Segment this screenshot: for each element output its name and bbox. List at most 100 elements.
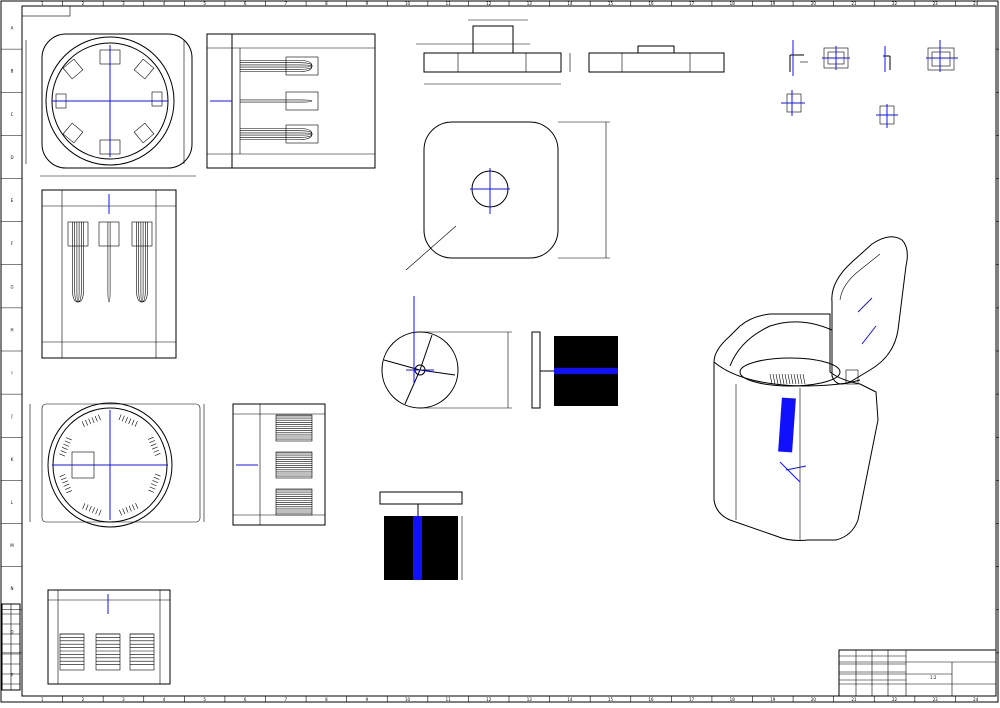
border-col-number-top: 24 <box>973 1 979 6</box>
iso-coil-line <box>772 373 776 385</box>
border-column-ticks <box>62 1 956 702</box>
border-col-number-top: 19 <box>770 1 776 6</box>
border-row-letter-left: A <box>11 26 14 31</box>
iso-coil-line <box>787 373 791 385</box>
border-row-letter-left: B <box>11 69 14 74</box>
coil-segment <box>59 474 72 494</box>
border-col-number-bottom: 19 <box>770 697 776 702</box>
border-row-letter-left: H <box>10 327 13 332</box>
prong-group <box>240 124 319 144</box>
border-col-number-top: 10 <box>405 1 411 6</box>
view-top-square <box>25 33 196 177</box>
border-col-number-top: 12 <box>486 1 492 6</box>
iso-coil-line <box>802 373 806 385</box>
coil-block <box>275 451 313 479</box>
prong-group <box>240 56 319 76</box>
border-row-letter-left: I <box>11 371 12 376</box>
border-col-number-top: 11 <box>446 1 452 6</box>
border-col-number-top: 3 <box>122 1 125 6</box>
iso-coil-line <box>799 373 803 385</box>
border-col-number-bottom: 17 <box>689 697 695 702</box>
border-column-numbers: 1122334455667788991010111112121313141415… <box>41 1 979 702</box>
border-col-number-bottom: 7 <box>285 697 288 702</box>
border-col-number-top: 21 <box>851 1 857 6</box>
view-isometric <box>713 236 908 541</box>
view-lower-section <box>47 589 171 685</box>
coil-block <box>275 488 313 516</box>
view-plug-section <box>379 491 463 580</box>
border-col-number-bottom: 9 <box>366 697 369 702</box>
border-col-number-bottom: 8 <box>325 697 328 702</box>
view-disc <box>381 296 512 409</box>
border-col-number-top: 1 <box>41 1 44 6</box>
coil-block <box>129 633 155 671</box>
border-col-number-bottom: 12 <box>486 697 492 702</box>
border-col-number-bottom: 2 <box>82 697 85 702</box>
iso-coil-line <box>775 373 779 385</box>
border-col-number-top: 14 <box>567 1 573 6</box>
border-col-number-top: 5 <box>203 1 206 6</box>
coil-segment <box>148 436 161 456</box>
border-col-number-top: 20 <box>811 1 817 6</box>
coil-segment <box>81 414 101 427</box>
iso-coil-line <box>769 373 773 385</box>
prong-group <box>131 221 153 303</box>
border-col-number-bottom: 1 <box>41 697 44 702</box>
view-disc-section <box>531 331 618 409</box>
border-row-letter-left: G <box>10 284 13 289</box>
iso-coil-line <box>784 373 788 385</box>
coil-segment <box>59 437 72 457</box>
border-col-number-bottom: 23 <box>933 697 939 702</box>
border-row-letter-left: P <box>11 672 14 677</box>
border-row-letter-left: D <box>10 155 13 160</box>
iso-coil-line <box>781 373 785 385</box>
border-col-number-top: 6 <box>244 1 247 6</box>
border-col-number-bottom: 4 <box>163 697 166 702</box>
coil-block <box>59 633 85 671</box>
border-col-number-top: 17 <box>689 1 695 6</box>
border-col-number-top: 16 <box>648 1 654 6</box>
border-row-letter-left: M <box>10 543 14 548</box>
border-row-letter-left: E <box>11 198 14 203</box>
border-col-number-bottom: 3 <box>122 697 125 702</box>
border-col-number-bottom: 22 <box>892 697 898 702</box>
border-col-number-top: 23 <box>933 1 939 6</box>
title-block-scale: 1:2 <box>930 675 937 680</box>
detail-e <box>781 90 805 116</box>
detail-d <box>926 40 958 72</box>
detail-f <box>876 104 898 128</box>
view-side-coils <box>232 403 326 526</box>
iso-coil-line <box>796 373 800 385</box>
border-row-letter-left: J <box>10 414 12 419</box>
coil-segment <box>82 503 102 516</box>
border-row-letter-left: F <box>11 241 14 246</box>
border-col-number-top: 9 <box>366 1 369 6</box>
border-col-number-bottom: 13 <box>527 697 533 702</box>
prong-group <box>240 91 319 111</box>
detail-views <box>781 40 958 128</box>
border-col-number-top: 18 <box>730 1 736 6</box>
border-col-number-top: 4 <box>163 1 166 6</box>
border-row-letter-left: O <box>10 629 13 634</box>
border-col-number-bottom: 20 <box>811 697 817 702</box>
border-col-number-top: 7 <box>285 1 288 6</box>
border-col-number-bottom: 5 <box>203 697 206 702</box>
border-col-number-bottom: 24 <box>973 697 979 702</box>
detail-c <box>883 46 891 72</box>
view-side-section <box>206 33 376 169</box>
detail-b <box>822 46 850 70</box>
iso-coil-line <box>793 373 797 385</box>
border-row-letter-left: L <box>11 500 14 505</box>
border-col-number-bottom: 16 <box>648 697 654 702</box>
view-front-section <box>41 189 177 359</box>
border-col-number-bottom: 6 <box>244 697 247 702</box>
prong-group <box>67 221 89 303</box>
iso-coil-line <box>778 373 782 385</box>
coil-segment <box>118 414 138 427</box>
border-col-number-bottom: 15 <box>608 697 614 702</box>
coil-block <box>95 633 121 671</box>
border-row-ticks <box>1 48 999 654</box>
